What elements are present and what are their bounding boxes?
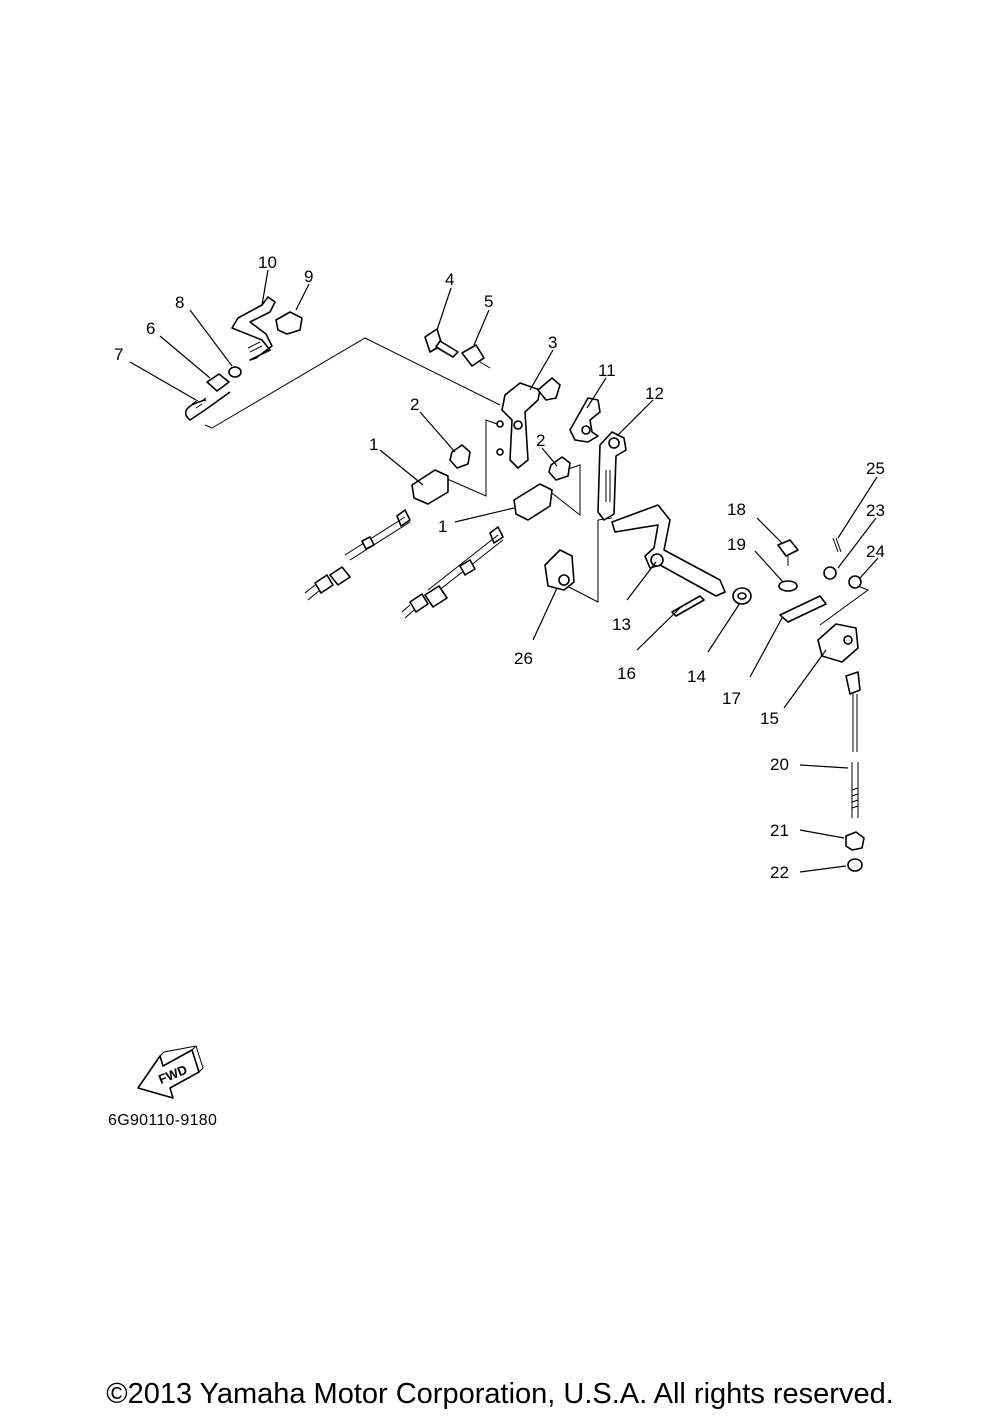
part-labels: 1 1 2 2 3 4 5 6 7 8 9 10 11 12 13 14 15 … (114, 253, 885, 882)
label-18: 18 (727, 500, 746, 519)
label-14: 14 (687, 667, 706, 686)
part-12-lever (597, 431, 627, 521)
part-10-link-rod (231, 296, 276, 361)
label-21: 21 (770, 821, 789, 840)
drawing-code: 6G90110-9180 (108, 1112, 218, 1129)
label-1-upper: 1 (369, 435, 378, 454)
part-24-clip (848, 575, 862, 589)
label-24: 24 (866, 542, 885, 561)
label-25: 25 (866, 459, 885, 478)
leader-lines (129, 269, 879, 873)
part-5-collar (461, 344, 491, 369)
part-7-hook-rod (184, 391, 231, 421)
label-12: 12 (645, 384, 664, 403)
label-16: 16 (617, 664, 636, 683)
part-8-nut (228, 366, 242, 378)
label-17: 17 (722, 689, 741, 708)
label-7: 7 (114, 345, 123, 364)
part-16-pin (671, 595, 705, 617)
part-9-clip (275, 311, 303, 335)
part-18-bolt (777, 539, 799, 566)
label-5: 5 (484, 292, 493, 311)
label-22: 22 (770, 863, 789, 882)
fwd-arrow-icon: FWD (137, 1045, 204, 1099)
label-20: 20 (770, 755, 789, 774)
part-11-plate (569, 397, 601, 443)
part-4-bolt (424, 328, 459, 358)
cable-lower (401, 534, 504, 619)
label-9: 9 (304, 267, 313, 286)
label-13: 13 (612, 615, 631, 634)
part-2-clip-upper (449, 444, 471, 469)
label-8: 8 (175, 293, 184, 312)
label-1-lower: 1 (438, 517, 447, 536)
label-2-lower: 2 (536, 431, 545, 450)
assembly-lines (204, 337, 870, 626)
label-26: 26 (514, 649, 533, 668)
cable-upper (304, 516, 411, 601)
label-6: 6 (146, 319, 155, 338)
part-15-cable-end (817, 623, 859, 663)
part-6-nut (206, 373, 230, 392)
part-13-shift-shaft (611, 504, 726, 597)
part-25-cotter-pin (832, 537, 842, 553)
copyright-notice: ©2013 Yamaha Motor Corporation, U.S.A. A… (106, 1378, 894, 1410)
part-19-washer (778, 580, 798, 592)
part-17-plate (779, 595, 827, 623)
label-19: 19 (727, 535, 746, 554)
label-11: 11 (598, 361, 616, 380)
part-26-bracket (544, 549, 575, 591)
part-20-rod (845, 671, 861, 818)
part-14-bushing (732, 587, 752, 605)
label-4: 4 (445, 270, 454, 289)
part-21-nut (845, 831, 865, 851)
label-15: 15 (760, 709, 779, 728)
part-23-washer (823, 566, 837, 580)
label-23: 23 (866, 501, 885, 520)
label-10: 10 (258, 253, 277, 272)
label-2-upper: 2 (410, 395, 419, 414)
part-3-lever (496, 377, 561, 469)
part-22-nut (847, 858, 863, 872)
part-1-cable-joint-lower (489, 483, 553, 544)
label-3: 3 (548, 333, 557, 352)
